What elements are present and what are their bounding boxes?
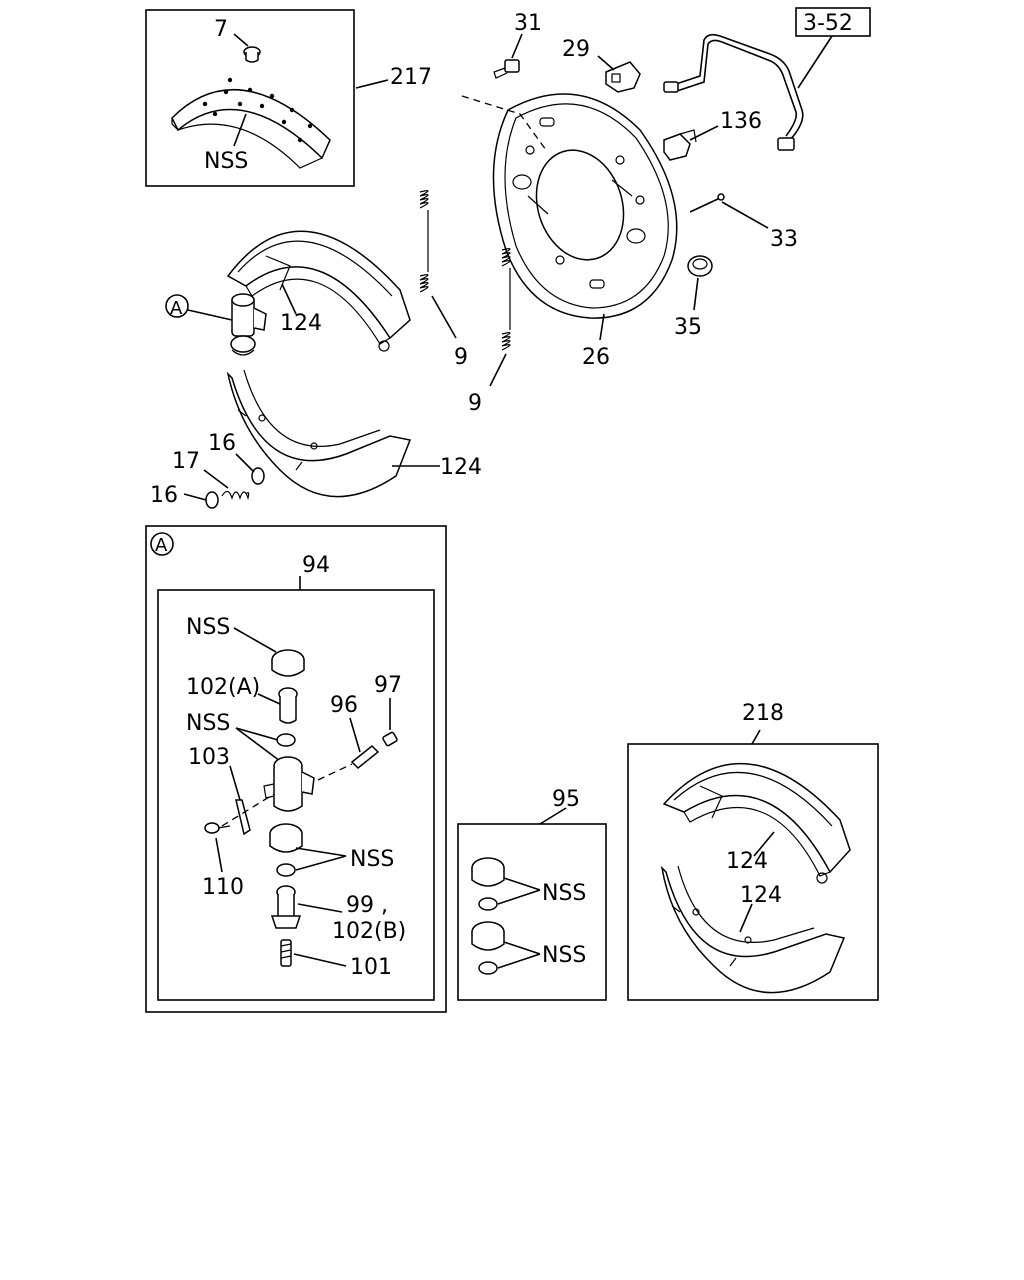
- label-95: 95: [552, 787, 580, 812]
- clip-icon: [663, 129, 697, 161]
- label-7: 7: [214, 17, 228, 42]
- label-nss-2: NSS: [186, 711, 230, 736]
- callout-a[interactable]: A: [170, 298, 183, 319]
- brake-pipe-icon: [663, 33, 804, 151]
- cup-icon: [276, 863, 296, 877]
- wheel-cylinder-body-icon: [263, 756, 315, 812]
- label-94: 94: [302, 553, 330, 578]
- brake-shoe-icon: [226, 369, 412, 498]
- label-103: 103: [188, 745, 230, 770]
- adjuster-icon: [205, 467, 265, 509]
- label-102a: 102(A): [186, 675, 260, 700]
- pin-icon: [689, 193, 725, 213]
- label-124-lower: 124: [440, 455, 482, 480]
- label-97: 97: [374, 673, 402, 698]
- label-31: 31: [514, 11, 542, 36]
- boot-icon: [471, 921, 505, 951]
- label-102b: 102(B): [332, 919, 406, 944]
- label-17: 17: [172, 449, 200, 474]
- label-9-top: 9: [454, 345, 468, 370]
- piston-icon: [278, 687, 298, 724]
- label-16-left: 16: [150, 483, 178, 508]
- label-101: 101: [350, 955, 392, 980]
- plug-icon: [687, 255, 713, 277]
- label-9-bottom: 9: [468, 391, 482, 416]
- label-nss-lining: NSS: [204, 149, 248, 174]
- label-16-top: 16: [208, 431, 236, 456]
- label-nss-4: NSS: [542, 881, 586, 906]
- label-nss-1: NSS: [186, 615, 230, 640]
- detail-a-box: A 94 NSS 102(A) NSS: [145, 525, 447, 1013]
- label-124-kit-upper: 124: [726, 849, 768, 874]
- label-110: 110: [202, 875, 244, 900]
- label-nss-3: NSS: [350, 847, 394, 872]
- boot-icon: [471, 857, 505, 887]
- adjuster-piston-icon: [270, 885, 302, 929]
- label-124-kit-lower: 124: [740, 883, 782, 908]
- boot-icon: [269, 823, 303, 853]
- adjuster-screw-icon: [280, 939, 292, 967]
- label-136: 136: [720, 109, 762, 134]
- label-ref-box[interactable]: 3-52: [803, 11, 853, 36]
- label-124-upper: 124: [280, 311, 322, 336]
- label-nss-5: NSS: [542, 943, 586, 968]
- label-96: 96: [330, 693, 358, 718]
- spring-icon: [501, 248, 511, 351]
- repair-kit-box: 95 NSS NSS: [457, 787, 607, 1001]
- rivet-icon: [243, 46, 261, 63]
- shoe-kit-box: 218 124 124: [627, 701, 879, 1001]
- label-99: 99 ,: [346, 893, 388, 918]
- label-35: 35: [674, 315, 702, 340]
- label-26: 26: [582, 345, 610, 370]
- lining-icon: [171, 77, 331, 169]
- spring-icon: [419, 190, 429, 293]
- bleeder-screw-icon: [350, 731, 398, 770]
- cup-icon: [478, 897, 498, 911]
- bolt-icon: [493, 59, 520, 79]
- label-33: 33: [770, 227, 798, 252]
- label-29: 29: [562, 37, 590, 62]
- boot-icon: [271, 649, 305, 677]
- brake-shoe-icon: [662, 763, 851, 884]
- cup-icon: [276, 733, 296, 747]
- backing-plate-icon: [492, 93, 678, 319]
- reference-box[interactable]: [795, 7, 871, 37]
- brake-shoe-icon: [660, 865, 846, 994]
- wheel-cylinder-icon: [230, 293, 267, 356]
- plate-icon: [235, 799, 251, 836]
- lining-kit-box: 7 217 NSS: [145, 9, 432, 187]
- label-217: 217: [390, 65, 432, 90]
- detail-callout-a: A: [155, 535, 168, 556]
- cup-icon: [478, 961, 498, 975]
- screw-icon: [204, 822, 231, 834]
- label-218: 218: [742, 701, 784, 726]
- bracket-icon: [605, 61, 641, 93]
- brake-shoe-icon: [226, 230, 411, 352]
